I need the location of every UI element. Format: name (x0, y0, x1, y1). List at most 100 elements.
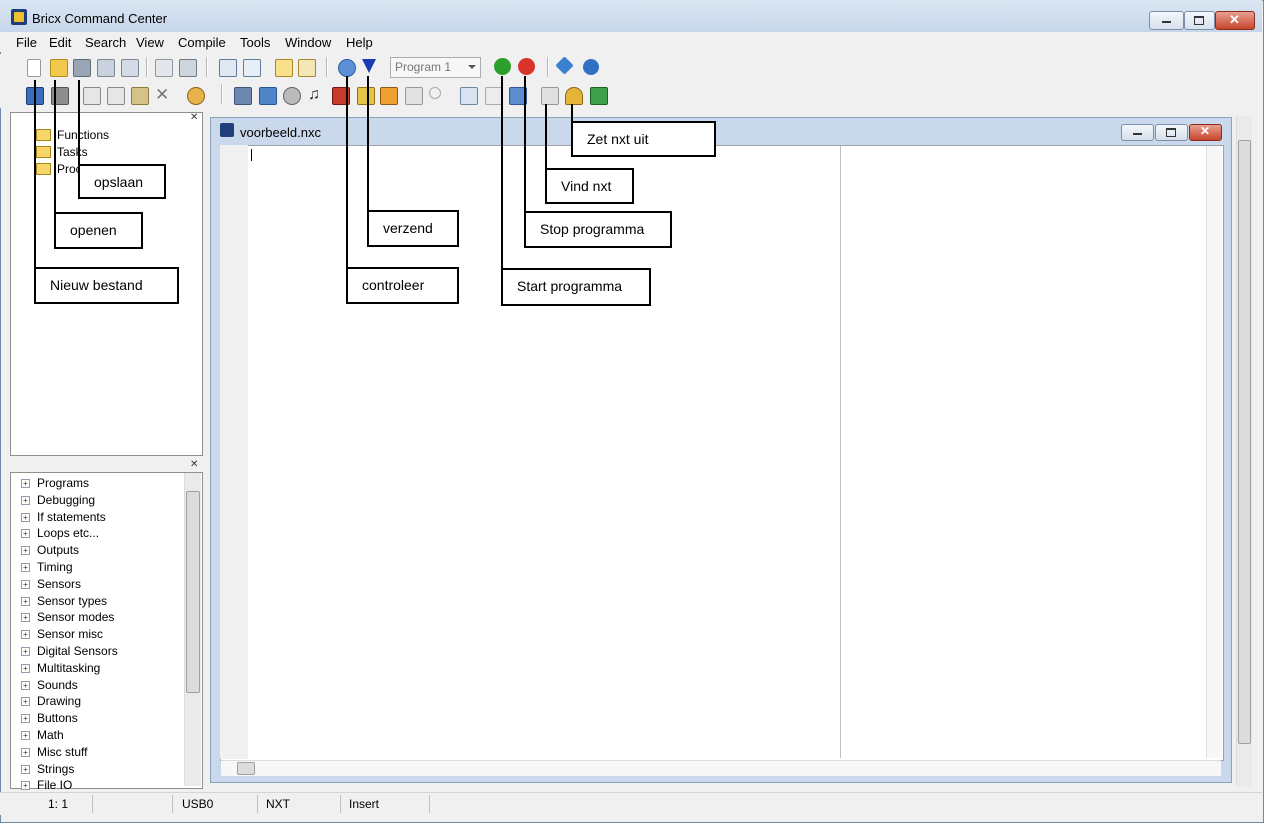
expand-icon[interactable]: + (21, 479, 30, 488)
scrollbar-thumb[interactable] (186, 491, 200, 693)
tree-item-tasks[interactable]: Tasks (57, 145, 88, 159)
template-category[interactable]: Sensor misc (37, 627, 104, 642)
template-category[interactable]: Drawing (37, 694, 82, 709)
tree-item-functions[interactable]: Functions (57, 128, 110, 142)
menu-file[interactable]: File (16, 35, 37, 50)
open-file-icon[interactable] (50, 59, 68, 77)
menu-search[interactable]: Search (85, 35, 127, 50)
expand-icon[interactable]: + (21, 630, 30, 640)
expand-icon[interactable]: + (21, 781, 30, 791)
program-slot-select[interactable]: Program 1 (390, 57, 481, 78)
template-category[interactable]: Loops etc... (37, 526, 100, 541)
expand-icon[interactable]: + (21, 529, 30, 539)
delete-icon[interactable]: ✕ (155, 85, 170, 104)
template-category[interactable]: If statements (37, 509, 106, 524)
expand-icon[interactable]: + (21, 563, 30, 572)
send-message-icon[interactable] (460, 87, 478, 105)
find-icon[interactable] (219, 59, 237, 77)
editor-hscrollbar[interactable] (221, 760, 1221, 776)
save-file-icon[interactable] (73, 59, 91, 77)
turn-off-brick-icon[interactable] (590, 87, 608, 105)
minimize-button[interactable] (1149, 11, 1184, 30)
template-category[interactable]: Sensor types (37, 593, 108, 608)
diagnostics-icon[interactable] (259, 87, 277, 105)
run-program-icon[interactable] (494, 58, 511, 75)
find-next-icon[interactable] (243, 59, 261, 77)
doc-close-button[interactable]: ✕ (1189, 124, 1222, 141)
download-icon[interactable] (362, 59, 376, 73)
expand-icon[interactable]: + (21, 647, 30, 656)
template-category[interactable]: Outputs (37, 543, 80, 558)
template-category[interactable]: Sensors (37, 576, 82, 591)
cut-icon[interactable] (83, 87, 101, 105)
expand-icon[interactable]: + (21, 747, 30, 757)
scrollbar-thumb[interactable] (237, 762, 255, 775)
print-icon[interactable] (179, 59, 197, 77)
menu-edit[interactable]: Edit (49, 35, 72, 50)
menu-tools[interactable]: Tools (240, 35, 271, 50)
key-icon[interactable] (565, 87, 583, 105)
expand-icon[interactable]: + (21, 731, 30, 740)
template-category[interactable]: Buttons (37, 711, 78, 726)
doc-maximize-button[interactable] (1155, 124, 1188, 141)
templates-scrollbar[interactable] (184, 473, 201, 786)
template-category[interactable]: Sounds (37, 677, 78, 692)
find-brick-icon[interactable] (541, 87, 559, 105)
template-category[interactable]: Misc stuff (37, 744, 88, 759)
procedure-list-icon[interactable] (298, 59, 316, 77)
direct-control-icon[interactable] (234, 87, 252, 105)
compile-icon[interactable] (338, 59, 356, 77)
template-category[interactable]: Sensor modes (37, 610, 115, 625)
close-panel-icon[interactable]: ✕ (190, 459, 199, 470)
expand-icon[interactable]: + (21, 697, 30, 707)
expand-icon[interactable]: + (21, 512, 30, 522)
template-category[interactable]: Programs (37, 476, 90, 490)
template-category[interactable]: Strings (37, 761, 75, 776)
menu-help[interactable]: Help (346, 35, 373, 50)
music-icon[interactable]: ♫ (308, 86, 320, 103)
new-file-icon[interactable] (27, 59, 41, 77)
close-button[interactable]: ✕ (1215, 11, 1255, 30)
expand-icon[interactable]: + (21, 764, 30, 774)
expand-icon[interactable]: + (21, 579, 30, 589)
print-preview-icon[interactable] (155, 59, 173, 77)
expand-icon[interactable]: + (21, 680, 30, 690)
joystick-icon[interactable] (380, 87, 398, 105)
help-icon[interactable] (583, 59, 599, 75)
expand-icon[interactable]: + (21, 495, 30, 505)
expand-icon[interactable]: + (21, 546, 30, 556)
remote-icon[interactable] (405, 87, 423, 105)
menu-window[interactable]: Window (285, 35, 332, 50)
brick-icon[interactable] (187, 87, 205, 105)
watch-icon[interactable] (283, 87, 301, 105)
datalog-icon[interactable] (357, 87, 375, 105)
expand-icon[interactable]: + (21, 596, 30, 606)
scrollbar-thumb[interactable] (1238, 140, 1251, 744)
expand-icon[interactable]: + (21, 613, 30, 623)
template-category[interactable]: Digital Sensors (37, 644, 118, 658)
goto-line-icon[interactable] (275, 59, 293, 77)
expand-icon[interactable]: + (21, 663, 30, 673)
explorer-icon[interactable] (509, 87, 527, 105)
expand-icon[interactable]: + (21, 714, 30, 724)
close-file-icon[interactable] (121, 59, 139, 77)
code-editor[interactable] (220, 145, 1224, 761)
menu-compile[interactable]: Compile (178, 35, 226, 50)
doc-minimize-button[interactable] (1121, 124, 1154, 141)
paste-icon[interactable] (131, 87, 149, 105)
memory-map-icon[interactable] (332, 87, 350, 105)
template-category[interactable]: Math (37, 728, 64, 742)
editor-vscrollbar[interactable] (1206, 146, 1222, 758)
copy-icon[interactable] (107, 87, 125, 105)
tree-item-procedures[interactable]: Proc (57, 162, 82, 176)
template-category[interactable]: Multitasking (37, 660, 101, 675)
template-category[interactable]: File IO (37, 778, 73, 793)
template-category[interactable]: Debugging (37, 492, 96, 507)
maximize-button[interactable] (1184, 11, 1215, 30)
save-all-icon[interactable] (97, 59, 115, 77)
main-vscrollbar[interactable] (1236, 116, 1252, 786)
stop-program-icon[interactable] (518, 58, 535, 75)
menu-view[interactable]: View (136, 35, 164, 50)
template-category[interactable]: Timing (37, 560, 73, 574)
spy-icon[interactable] (429, 87, 441, 99)
